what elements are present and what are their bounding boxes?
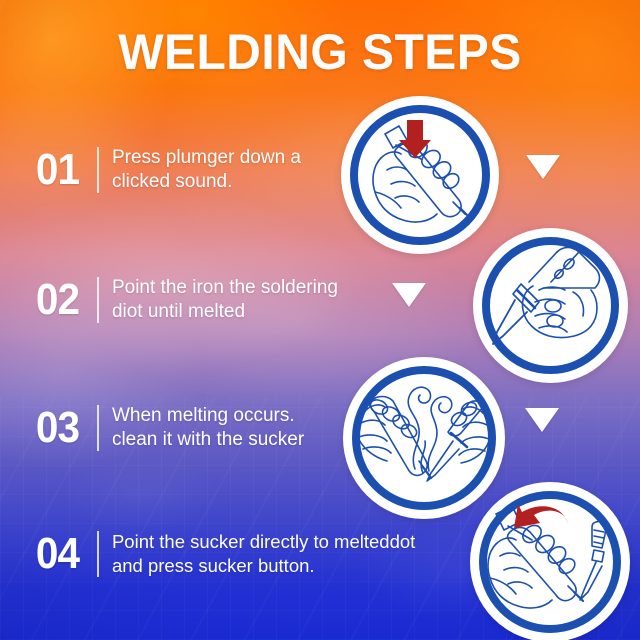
step-number-02: 02: [35, 275, 80, 325]
illustration-circle-04: [470, 482, 630, 640]
hand-holding-soldering-iron-icon: [492, 246, 601, 345]
step-item-03: 03 When melting occurs. clean it with th…: [34, 404, 304, 453]
illustration-circle-01: [341, 96, 499, 254]
hand-pressing-sucker-button-icon: [487, 504, 607, 609]
circle-ring: [350, 105, 490, 245]
step-text-03: When melting occurs. clean it with the s…: [111, 405, 305, 451]
flow-arrow-down-icon: [392, 283, 426, 307]
step-text-02: Point the iron the soldering diot until …: [111, 277, 338, 323]
step-number-03: 03: [35, 403, 80, 453]
illustration-circle-03: [343, 357, 505, 519]
step-divider: [96, 405, 99, 452]
step-number-01: 01: [35, 145, 80, 195]
flow-arrow-down-icon: [525, 408, 559, 432]
two-hands-sucker-and-iron-with-smoke-icon: [354, 386, 492, 482]
illustration-circle-02: [473, 228, 628, 383]
step-divider: [96, 277, 99, 324]
step-item-04: 04 Point the sucker directly to melteddo…: [34, 530, 415, 577]
step-number-04: 04: [35, 528, 80, 578]
step-divider: [96, 530, 99, 577]
step-text-04: Point the sucker directly to melteddot a…: [111, 531, 416, 576]
hand-pressing-solder-sucker-plunger-icon: [372, 120, 471, 223]
flow-arrow-down-icon: [526, 155, 560, 179]
step-item-01: 01 Press plumger down a clicked sound.: [34, 146, 301, 195]
red-curved-arrow-icon: [514, 504, 568, 528]
page-title: WELDING STEPS: [118, 24, 522, 80]
step-divider: [96, 147, 99, 194]
step-text-01: Press plumger down a clicked sound.: [111, 147, 301, 193]
red-down-arrow-icon: [399, 120, 431, 158]
step-item-02: 02 Point the iron the soldering diot unt…: [34, 276, 338, 325]
circle-ring: [352, 366, 496, 510]
